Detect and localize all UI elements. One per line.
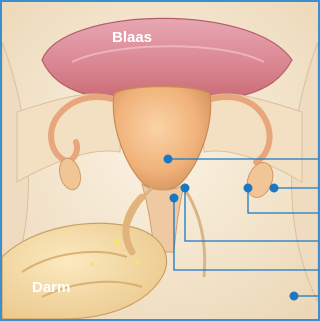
fat-nodule — [135, 260, 140, 265]
fat-nodule — [90, 262, 94, 266]
callout-dot — [244, 184, 253, 193]
callout-dot — [290, 292, 299, 301]
intestine-label: Darm — [32, 279, 70, 296]
callout-dot — [270, 184, 279, 193]
fat-nodule — [114, 239, 120, 245]
callout-dot — [170, 194, 179, 203]
callout-dot — [164, 155, 173, 164]
bladder-label: Blaas — [112, 29, 152, 46]
callout-dot — [181, 184, 190, 193]
pelvic-anatomy-drawing: Blaas Darm — [2, 2, 318, 319]
